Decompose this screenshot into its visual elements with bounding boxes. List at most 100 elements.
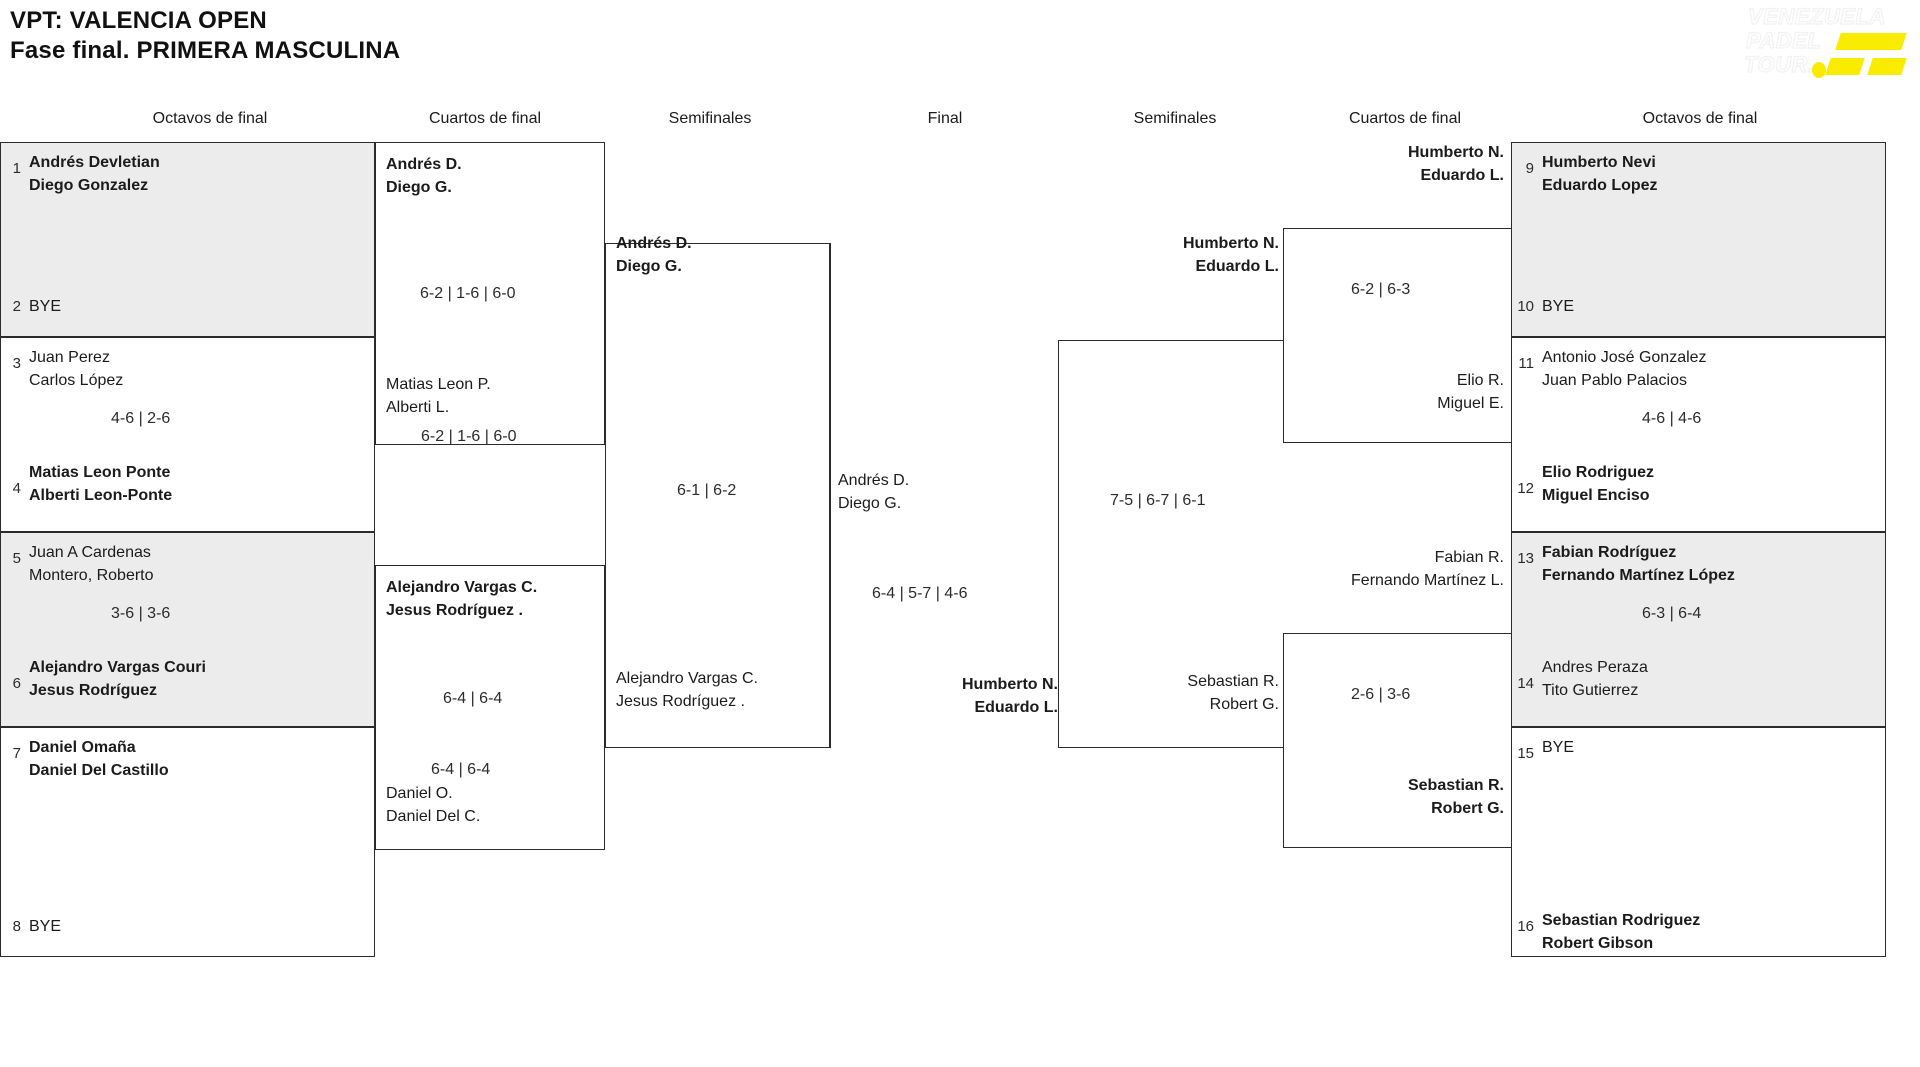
seed-number: 13 bbox=[1517, 550, 1534, 567]
seed-number: 5 bbox=[12, 550, 21, 567]
round-label-left-qf: Cuartos de final bbox=[428, 110, 542, 127]
match-right-r16-4[interactable]: 15 BYE 16 Sebastian Rodriguez Robert Gib… bbox=[1511, 727, 1886, 957]
team-name-line2: Fernando Martínez López bbox=[1542, 567, 1735, 584]
seed-number: 4 bbox=[12, 480, 21, 497]
match-left-qf-2[interactable]: Alejandro Vargas C. Jesus Rodríguez . Da… bbox=[375, 565, 605, 850]
match-right-sf-1[interactable]: Humberto N. Eduardo L. Sebastian R. Robe… bbox=[1058, 235, 1283, 748]
round-label-left-sf: Semifinales bbox=[668, 110, 752, 127]
team-name-line2: Daniel Del Castillo bbox=[29, 762, 169, 779]
match-score: 4-6 | 2-6 bbox=[111, 410, 171, 427]
team-name-line1: Elio R. bbox=[1456, 372, 1504, 389]
team-name-line2: Miguel Enciso bbox=[1542, 487, 1650, 504]
team-name-line1: Elio Rodriguez bbox=[1542, 464, 1654, 481]
team-name-line2: Diego G. bbox=[616, 258, 682, 275]
match-right-r16-1[interactable]: 9 Humberto Nevi Eduardo Lopez 10 BYE bbox=[1511, 142, 1886, 337]
team-name-line2: Alberti L. bbox=[386, 399, 450, 416]
team-name-line2: Juan Pablo Palacios bbox=[1542, 372, 1687, 389]
logo-accent-bar-3 bbox=[1867, 58, 1907, 75]
match-left-r16-1[interactable]: 1 Andrés Devletian Diego Gonzalez 2 BYE bbox=[0, 142, 375, 337]
seed-number: 1 bbox=[12, 160, 21, 177]
team-name-line1: Matias Leon Ponte bbox=[29, 464, 171, 481]
team-name-line1: Humberto N. bbox=[1183, 235, 1279, 252]
final-team-left-line1: Andrés D. bbox=[838, 472, 910, 489]
seed-number: 9 bbox=[1525, 160, 1534, 177]
team-name-line1: Andrés Devletian bbox=[29, 154, 160, 171]
team-name-line2: Daniel Del C. bbox=[386, 808, 481, 825]
match-score: 6-2 | 1-6 | 6-0 bbox=[421, 428, 517, 445]
match-right-r16-3[interactable]: 13 Fabian Rodríguez Fernando Martínez Ló… bbox=[1511, 532, 1886, 727]
team-name-line1: Alejandro Vargas C. bbox=[616, 670, 758, 687]
team-name-line2: Alberti Leon-Ponte bbox=[29, 487, 173, 504]
team-name-line1: Fabian Rodríguez bbox=[1542, 544, 1677, 561]
team-name-line1: Andrés D. bbox=[386, 156, 462, 173]
logo-line-1: VENEZUELA bbox=[1747, 4, 1886, 29]
logo-line-3: TOUR. bbox=[1743, 52, 1815, 77]
logo-accent-dot bbox=[1812, 62, 1826, 78]
team-name-line1: Alejandro Vargas Couri bbox=[29, 659, 206, 676]
seed-number: 14 bbox=[1517, 675, 1534, 692]
final-score: 6-4 | 5-7 | 4-6 bbox=[872, 585, 968, 602]
team-name-line2: Diego Gonzalez bbox=[29, 177, 149, 194]
seed-number: 10 bbox=[1517, 298, 1534, 315]
seed-number: 15 bbox=[1517, 745, 1534, 762]
seed-number: 11 bbox=[1518, 355, 1534, 372]
match-left-qf-1[interactable]: Andrés D. Diego G. Matias Leon P. Albert… bbox=[375, 142, 605, 445]
match-right-r16-2[interactable]: 11 Antonio José Gonzalez Juan Pablo Pala… bbox=[1511, 337, 1886, 532]
team-name-line1: BYE bbox=[1542, 298, 1575, 315]
team-name-line2: Jesus Rodríguez . bbox=[616, 693, 745, 710]
logo-line-2: PADEL bbox=[1745, 28, 1822, 53]
team-name-line2: Carlos López bbox=[29, 372, 124, 389]
venezuela-padel-tour-logo: VENEZUELA PADEL TOUR. bbox=[1742, 2, 1912, 82]
team-name-line2: Eduardo L. bbox=[1420, 167, 1504, 184]
seed-number: 8 bbox=[12, 918, 21, 935]
team-name-line1: Alejandro Vargas C. bbox=[386, 579, 538, 596]
team-name-line1: Sebastian Rodriguez bbox=[1542, 912, 1701, 929]
team-name-line1: BYE bbox=[1542, 739, 1575, 756]
team-name-line1: Juan A Cardenas bbox=[29, 544, 151, 561]
final-team-right-line2: Eduardo L. bbox=[974, 699, 1058, 716]
match-left-r16-4[interactable]: 7 Daniel Omaña Daniel Del Castillo 8 BYE bbox=[0, 727, 375, 957]
team-name-line1: Daniel O. bbox=[386, 785, 453, 802]
match-left-r16-3[interactable]: 5 Juan A Cardenas Montero, Roberto 6 Ale… bbox=[0, 532, 375, 727]
team-name-line1: Humberto N. bbox=[1408, 144, 1504, 161]
final-team-left-line2: Diego G. bbox=[838, 495, 902, 512]
match-score-right-sf-1: 7-5 | 6-7 | 6-1 bbox=[1110, 492, 1206, 509]
team-name-line1: Fabian R. bbox=[1434, 549, 1504, 566]
match-score: 6-4 | 6-4 bbox=[431, 761, 491, 778]
team-name-line2: Diego G. bbox=[386, 179, 452, 196]
team-name-line1: Humberto Nevi bbox=[1542, 154, 1656, 171]
logo-accent-bar-2 bbox=[1825, 58, 1865, 75]
team-name-line1: Andres Peraza bbox=[1542, 659, 1648, 676]
match-score: 6-2 | 6-3 bbox=[1351, 281, 1411, 298]
logo-accent-bar-1 bbox=[1835, 33, 1907, 50]
match-right-qf-2[interactable]: Fabian R. Fernando Martínez L. Sebastian… bbox=[1283, 549, 1511, 848]
team-name-line2: Eduardo L. bbox=[1195, 258, 1279, 275]
round-label-right-qf: Cuartos de final bbox=[1348, 110, 1462, 127]
round-label-right-r16: Octavos de final bbox=[1642, 110, 1758, 127]
team-name-line2: Jesus Rodríguez . bbox=[386, 602, 523, 619]
seed-number: 7 bbox=[12, 745, 21, 762]
team-name-line1: Daniel Omaña bbox=[29, 739, 136, 756]
final-left-connector bbox=[830, 243, 831, 748]
seed-number: 6 bbox=[12, 675, 21, 692]
match-right-qf-1[interactable]: Humberto N. Eduardo L. Elio R. Miguel E.… bbox=[1283, 144, 1511, 443]
match-score-left-sf-1: 6-1 | 6-2 bbox=[677, 482, 737, 499]
team-name-line1: Sebastian R. bbox=[1407, 777, 1504, 794]
team-name-line1: Antonio José Gonzalez bbox=[1542, 349, 1707, 366]
seed-number: 3 bbox=[12, 355, 21, 372]
match-score-left-qf-2-display: 6-4 | 6-4 bbox=[443, 690, 503, 707]
match-left-sf-1[interactable]: Andrés D. Diego G. Alejandro Vargas C. J… bbox=[605, 235, 830, 748]
team-name-line2: Fernando Martínez L. bbox=[1351, 572, 1504, 589]
team-name-line1: BYE bbox=[29, 298, 62, 315]
team-name-line2: Eduardo Lopez bbox=[1542, 177, 1658, 194]
team-name-line1: Matias Leon P. bbox=[386, 376, 491, 393]
match-left-r16-2[interactable]: 3 Juan Perez Carlos López 4 Matias Leon … bbox=[0, 337, 375, 532]
seed-number: 2 bbox=[12, 298, 21, 315]
final-team-right-line1: Humberto N. bbox=[962, 676, 1058, 693]
team-name-line2: Tito Gutierrez bbox=[1542, 682, 1639, 699]
team-name-line1: Sebastian R. bbox=[1187, 673, 1279, 690]
team-name-line1: BYE bbox=[29, 918, 62, 935]
seed-number: 12 bbox=[1517, 480, 1534, 497]
seed-number: 16 bbox=[1517, 918, 1534, 935]
match-score: 4-6 | 4-6 bbox=[1642, 410, 1702, 427]
